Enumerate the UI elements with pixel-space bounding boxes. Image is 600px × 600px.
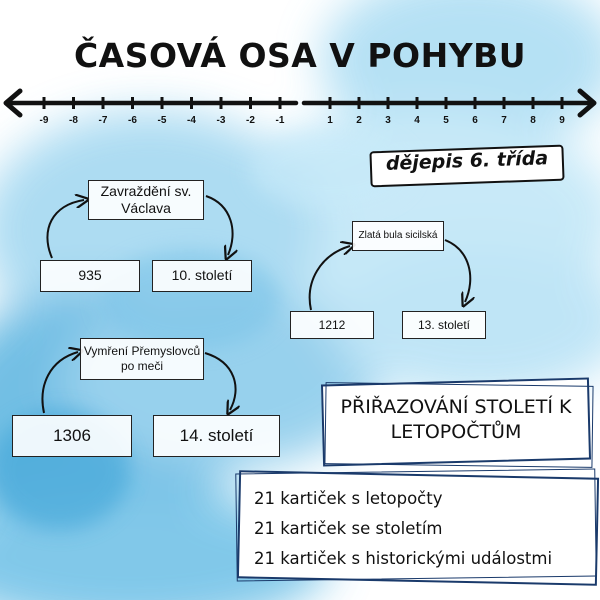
timeline-tick-label: -5 [158, 115, 167, 126]
timeline-tick-label: -4 [187, 115, 196, 126]
timeline-tick-label: -7 [99, 115, 108, 126]
headline-box: PŘIŘAZOVÁNÍ STOLETÍ K LETOPOČTŮM [320, 377, 594, 468]
timeline-tick-label: 7 [501, 115, 507, 126]
year-card-3[interactable]: 1306 [12, 415, 132, 457]
grade-badge: dějepis 6. třída [362, 140, 582, 188]
century-card-3[interactable]: 14. století [153, 415, 280, 457]
timeline-tick-label: 4 [414, 115, 420, 126]
year-card-2[interactable]: 1212 [290, 311, 374, 339]
timeline-tick-label: 3 [385, 115, 391, 126]
contents-line-1: 21 kartiček s letopočty [254, 489, 443, 508]
timeline-ticks: -9 -8 -7 -6 -5 -4 -3 -2 -1 1 2 3 4 5 6 7 8 9 [40, 97, 565, 126]
event-card-3[interactable]: Vymření Přemyslovců po meči [80, 338, 204, 380]
arrow-left-icon [3, 88, 23, 118]
year-card-1[interactable]: 935 [40, 260, 140, 292]
arrow-right-icon [577, 88, 597, 118]
contents-list: 21 kartiček s letopočty 21 kartiček se s… [254, 484, 552, 574]
contents-line-3: 21 kartiček s historickými událostmi [254, 549, 553, 568]
timeline-tick-label: 9 [559, 115, 565, 126]
timeline-tick-label: -9 [40, 115, 49, 126]
timeline-axis: -9 -8 -7 -6 -5 -4 -3 -2 -1 1 2 3 4 5 6 7 8 9 [0, 78, 600, 128]
century-card-1[interactable]: 10. století [152, 260, 252, 292]
timeline-tick-label: -2 [246, 115, 255, 126]
timeline-tick-label: -3 [217, 115, 226, 126]
timeline-tick-label: 6 [472, 115, 478, 126]
timeline-tick-label: 5 [443, 115, 449, 126]
timeline-svg: -9 -8 -7 -6 -5 -4 -3 -2 -1 1 2 3 4 5 6 7 8 9 [3, 88, 597, 126]
timeline-tick-label: -8 [69, 115, 78, 126]
event-card-1[interactable]: Zavraždění sv. Václava [88, 180, 204, 220]
headline-text: PŘIŘAZOVÁNÍ STOLETÍ K LETOPOČTŮM [340, 396, 572, 443]
timeline-tick-label: -1 [276, 115, 285, 126]
timeline-tick-label: -6 [128, 115, 137, 126]
contents-box: 21 kartiček s letopočty 21 kartiček se s… [235, 468, 600, 586]
event-card-2[interactable]: Zlatá bula sicilská [352, 221, 444, 251]
timeline-tick-label: 1 [327, 115, 333, 126]
timeline-tick-label: 8 [530, 115, 536, 126]
contents-line-2: 21 kartiček se stoletím [254, 519, 443, 538]
page-title: ČASOVÁ OSA V POHYBU [73, 36, 527, 75]
timeline-tick-label: 2 [356, 115, 362, 126]
century-card-2[interactable]: 13. století [402, 311, 486, 339]
